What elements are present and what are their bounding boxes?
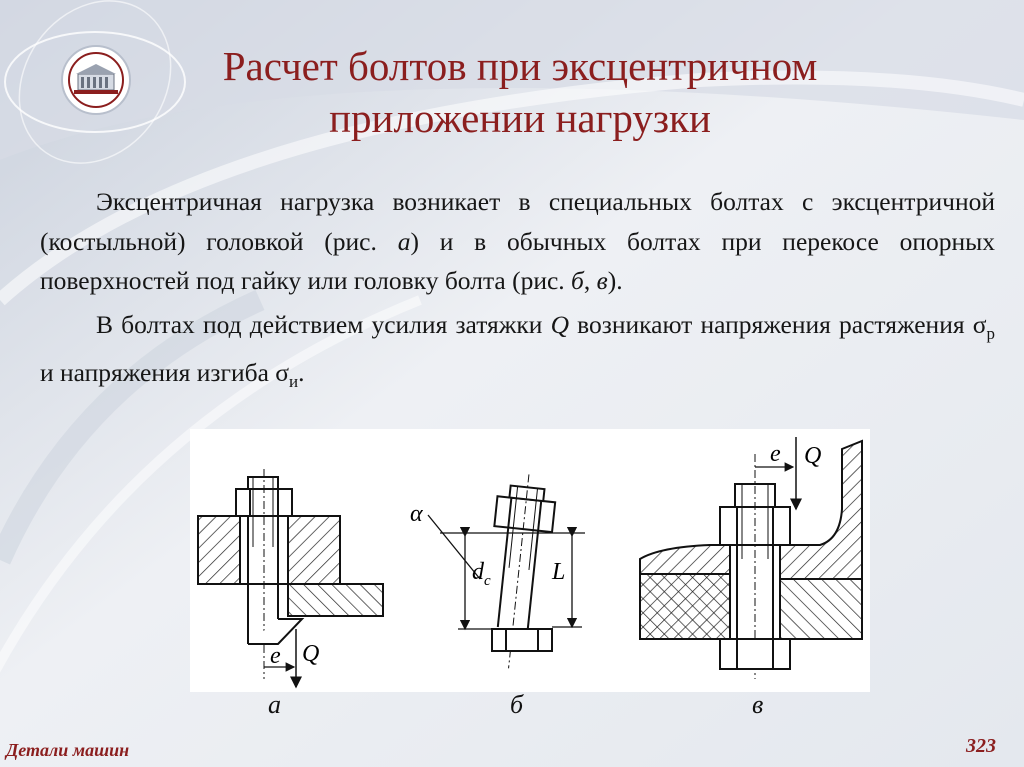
page-number: 323 (966, 735, 996, 757)
drawing-b-head (427, 514, 585, 652)
slide-title: Расчет болтов при эксцентричном приложен… (120, 40, 920, 144)
figure-label-c: в (752, 690, 764, 719)
figure-label-b: б (510, 690, 524, 719)
drawing-b-l-label: L (551, 559, 565, 585)
bolt-drawings-svg: e Q α dc L e Q (197, 437, 863, 689)
body-text: Эксцентричная нагрузка возникает в специ… (40, 182, 995, 402)
drawing-c (639, 437, 863, 679)
drawing-b-alpha-label: α (410, 501, 423, 527)
paragraph-2: В болтах под действием усилия затяжки Q … (40, 309, 996, 392)
bolt-drawings-figure: e Q α dc L e Q (190, 429, 870, 692)
university-logo-icon (61, 45, 131, 115)
drawing-b-dc-label: dc (472, 559, 491, 589)
title-line-2: приложении нагрузки (329, 95, 711, 141)
footer-course-title: Детали машин (6, 740, 130, 760)
title-line-1: Расчет болтов при эксцентричном (222, 43, 818, 89)
paragraph-1: Эксцентричная нагрузка возникает в специ… (40, 187, 995, 295)
drawing-a-q-label: Q (302, 641, 319, 667)
figure-label-a: а (268, 690, 281, 719)
drawing-a (197, 469, 384, 689)
drawing-a-e-label: e (270, 643, 281, 669)
drawing-c-e-label: e (770, 441, 781, 467)
drawing-c-q-label: Q (804, 443, 821, 469)
